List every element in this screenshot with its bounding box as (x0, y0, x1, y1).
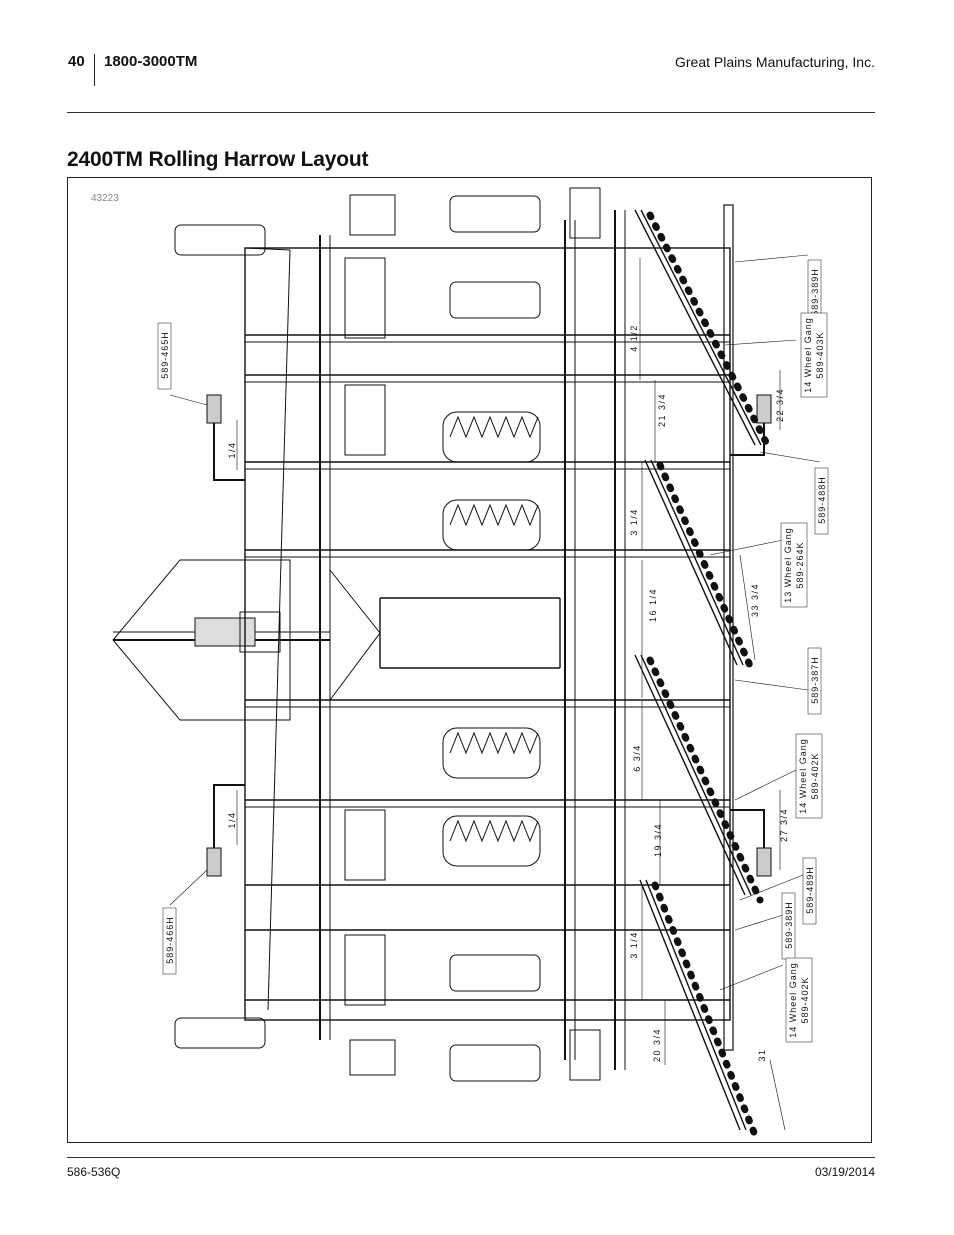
gauge-tires (442, 411, 541, 867)
callout-589-389h-top: 589-389H (810, 268, 820, 316)
leader-lines (169, 254, 821, 991)
callout-589-402k-mid: 589-402K (810, 752, 820, 799)
dim-4-1-2: 4 1/2 (629, 324, 639, 352)
dim-6-3-4: 6 3/4 (632, 744, 642, 772)
callout-589-489h: 589-489H (805, 866, 815, 914)
callout-14-wheel-gang-top: 14 Wheel Gang (803, 317, 813, 393)
figure-frame (67, 177, 872, 1143)
callout-13-wheel-gang: 13 Wheel Gang (783, 527, 793, 603)
callout-14-wheel-gang-mid: 14 Wheel Gang (798, 738, 808, 814)
dim-3-1-4-top: 3 1/4 (629, 508, 639, 536)
dim-27-3-4: 27 3/4 (779, 808, 789, 842)
callout-589-465h: 589-465H (160, 331, 170, 379)
footer-rule (67, 1157, 875, 1158)
harrow-tines (646, 211, 774, 1139)
callout-589-488h: 589-488H (817, 476, 827, 524)
revision-date: 03/19/2014 (814, 1165, 875, 1179)
callout-589-387h: 589-387H (810, 656, 820, 704)
page-number: 40 (68, 53, 85, 70)
dim-22-3-4: 22 3/4 (775, 388, 785, 422)
header-divider (94, 54, 95, 86)
transport-wheels (174, 195, 541, 1082)
callout-589-466h: 589-466H (165, 916, 175, 964)
dim-21-3-4: 21 3/4 (657, 393, 667, 427)
dim-20-3-4: 20 3/4 (652, 1028, 662, 1062)
rolling-harrow-drawing: 589-389H 14 Wheel Gang 589-403K 589-488H… (112, 187, 829, 1139)
callout-14-wheel-gang-bottom: 14 Wheel Gang (788, 962, 798, 1038)
dim-19-3-4: 19 3/4 (653, 823, 663, 857)
callout-589-403k: 589-403K (815, 331, 825, 378)
figure-number: 43223 (91, 193, 119, 204)
dim-3-1-4-bottom: 3 1/4 (629, 931, 639, 959)
main-frame (206, 187, 772, 1081)
page-title: 2400TM Rolling Harrow Layout (67, 148, 369, 171)
dim-31: 31 (757, 1048, 767, 1061)
tow-hitch (112, 559, 330, 721)
wheel-gangs (634, 209, 762, 1131)
callout-589-389h-bottom: 589-389H (784, 901, 794, 949)
model-name: 1800-3000TM (104, 53, 198, 70)
dim-1-4-bottom: 1/4 (227, 811, 237, 828)
dim-33-3-4: 33 3/4 (750, 583, 760, 617)
dimension-lines (236, 258, 786, 1131)
document-number: 586-536Q (67, 1165, 121, 1179)
header-rule (67, 112, 875, 113)
dim-16-1-4: 16 1/4 (648, 588, 658, 622)
dim-1-4-top: 1/4 (227, 441, 237, 458)
company-name: Great Plains Manufacturing, Inc. (675, 54, 875, 70)
callout-589-402k-bottom: 589-402K (800, 976, 810, 1023)
callout-589-264k: 589-264K (795, 541, 805, 588)
